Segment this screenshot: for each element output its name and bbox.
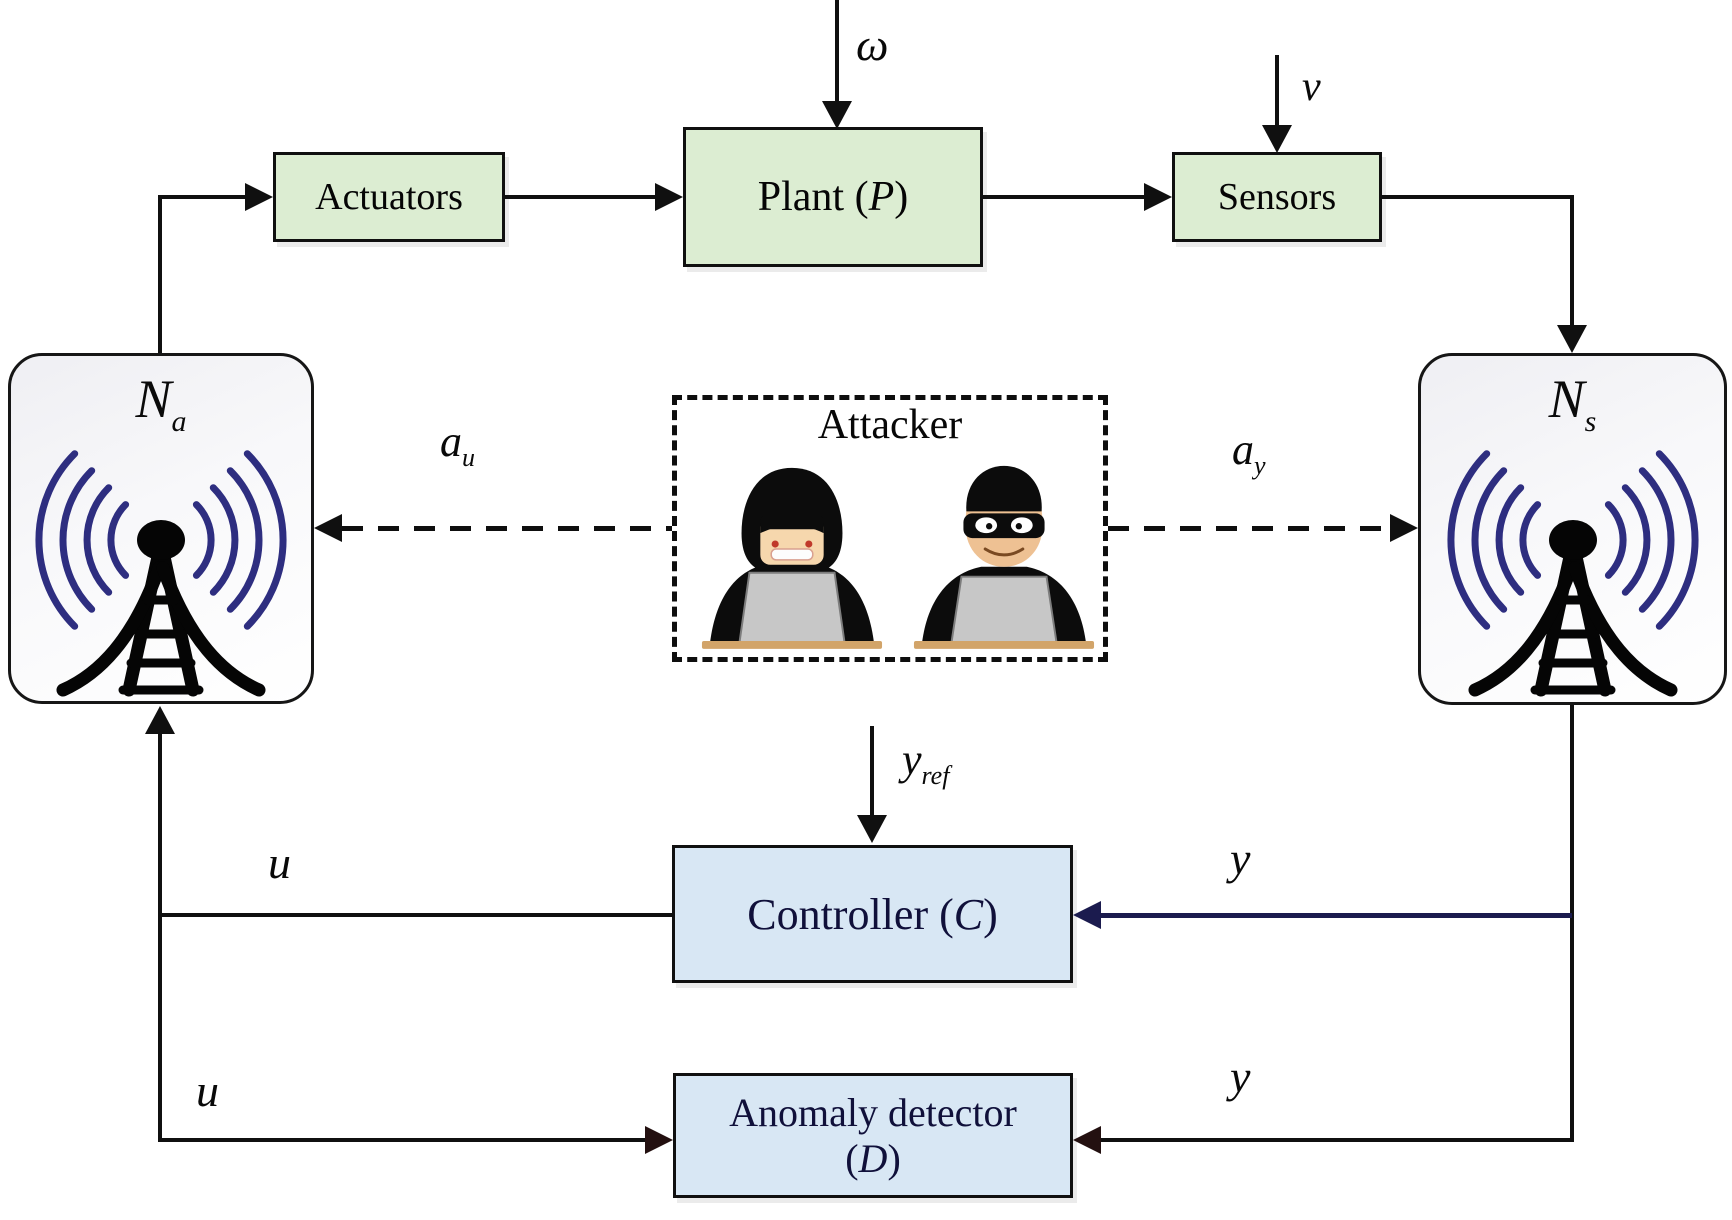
hacker-mask-icon	[913, 465, 1095, 649]
u-lower-label: u	[196, 1068, 219, 1114]
yref-arrow-line	[870, 726, 874, 817]
au-subscript: u	[462, 443, 475, 472]
plant-box: Plant (P)	[683, 127, 983, 267]
y-upper-line	[1101, 913, 1572, 918]
controller-label: Controller (C)	[747, 889, 998, 940]
anomaly-in-left-arrowhead-icon	[645, 1126, 673, 1154]
na-symbol: N	[135, 369, 172, 429]
attacker-label-text: Attacker	[817, 402, 963, 448]
actuators-to-plant-line	[505, 195, 657, 199]
sensors-in-arrowhead-icon	[1144, 183, 1172, 211]
ns-antenna-icon	[1447, 450, 1699, 697]
anomaly-label-line2: (D)	[845, 1136, 901, 1182]
yref-label: yref	[902, 738, 949, 789]
v-label: v	[1302, 66, 1321, 108]
au-symbol: a	[440, 417, 462, 466]
actuators-box: Actuators	[273, 152, 505, 242]
yref-symbol: y	[902, 735, 922, 784]
omega-label: ω	[856, 22, 888, 68]
attack-au-dashed-line	[342, 526, 672, 531]
omega-symbol: ω	[856, 19, 889, 70]
attack-ay-dashed-line	[1108, 526, 1390, 531]
controller-label-suffix: )	[983, 889, 998, 939]
omega-arrowhead-icon	[822, 101, 852, 129]
y-upper-symbol: y	[1230, 833, 1251, 884]
ns-in-arrowhead-icon	[1557, 325, 1587, 353]
u-upper-symbol: u	[268, 837, 291, 888]
attack-ay-arrowhead-icon	[1390, 514, 1418, 542]
y-upper-label: y	[1230, 836, 1250, 882]
ay-symbol: a	[1232, 425, 1254, 474]
anomaly-symbol: D	[858, 1135, 888, 1181]
actuators-label: Actuators	[315, 176, 463, 218]
plant-to-sensors-line	[983, 195, 1145, 199]
sensors-out-vertical-line	[1570, 195, 1574, 325]
anomaly-label-suffix: )	[887, 1135, 901, 1181]
na-antenna-icon	[35, 450, 287, 697]
anomaly-detector-box: Anomaly detector (D)	[673, 1073, 1073, 1198]
y-lower-line	[1101, 1138, 1572, 1142]
u-vertical-line	[158, 732, 162, 1142]
y-lower-symbol: y	[1230, 1051, 1251, 1102]
attack-au-arrowhead-icon	[314, 514, 342, 542]
na-in-arrowhead-icon	[145, 706, 175, 734]
ay-subscript: y	[1254, 451, 1266, 480]
yref-arrowhead-icon	[857, 815, 887, 843]
sensors-label: Sensors	[1217, 176, 1337, 218]
ns-label: Ns	[1418, 372, 1727, 437]
attacker-label: Attacker	[672, 404, 1108, 446]
sensors-out-horizontal-line	[1382, 195, 1574, 199]
yref-subscript: ref	[921, 761, 950, 790]
na-feed-vertical-line	[158, 195, 162, 353]
plant-symbol: P	[868, 174, 895, 220]
ns-subscript: s	[1584, 405, 1597, 438]
na-label: Na	[8, 372, 314, 437]
v-arrow-line	[1275, 55, 1279, 127]
v-symbol: v	[1302, 64, 1321, 110]
anomaly-in-right-arrowhead-icon	[1073, 1126, 1101, 1154]
u-upper-label: u	[268, 840, 291, 886]
omega-arrow-line	[835, 0, 839, 103]
na-subscript: a	[171, 405, 187, 438]
actuators-in-arrowhead-icon	[245, 183, 273, 211]
hacker-hoodie-icon	[701, 467, 883, 649]
u-lower-symbol: u	[196, 1065, 219, 1116]
anomaly-label-prefix: (	[845, 1135, 859, 1181]
anomaly-label-line1: Anomaly detector	[729, 1089, 1017, 1135]
plant-in-arrowhead-icon	[655, 183, 683, 211]
plant-label: Plant (P)	[758, 173, 908, 221]
plant-label-prefix: Plant (	[757, 174, 869, 220]
y-lower-label: y	[1230, 1054, 1250, 1100]
na-feed-horizontal-line	[158, 195, 248, 199]
au-label: au	[440, 420, 475, 471]
plant-label-suffix: )	[894, 174, 909, 220]
controller-in-arrowhead-icon	[1073, 901, 1101, 929]
controller-symbol: C	[953, 889, 984, 939]
controller-box: Controller (C)	[672, 845, 1073, 983]
u-lower-line	[158, 1138, 647, 1142]
u-upper-line	[158, 913, 674, 917]
sensors-box: Sensors	[1172, 152, 1382, 242]
v-arrowhead-icon	[1262, 125, 1292, 153]
controller-label-prefix: Controller (	[747, 889, 954, 939]
y-vertical-line	[1570, 705, 1574, 1142]
ns-symbol: N	[1548, 369, 1585, 429]
ay-label: ay	[1232, 428, 1266, 479]
